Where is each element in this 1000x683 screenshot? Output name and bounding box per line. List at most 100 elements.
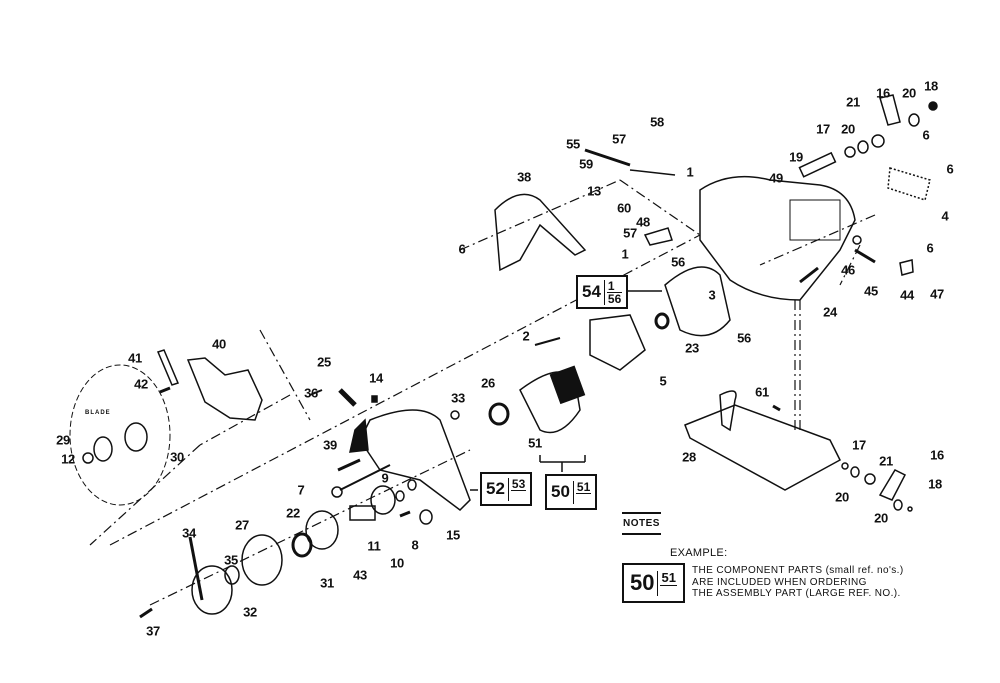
part-label-10: 10 xyxy=(390,555,404,571)
part-label-35: 35 xyxy=(224,552,238,568)
component-ref-bottom: 56 xyxy=(607,291,622,306)
gear-case-27 xyxy=(241,534,283,586)
part-label-31: 31 xyxy=(320,575,334,591)
part-label-24: 24 xyxy=(823,304,837,320)
spring-45 xyxy=(854,248,876,264)
part-label-60: 60 xyxy=(617,200,631,216)
part-label-29: 29 xyxy=(56,432,70,448)
part-label-20: 20 xyxy=(902,85,916,101)
part-label-6: 6 xyxy=(458,241,466,257)
example-label: EXAMPLE: xyxy=(670,547,728,559)
part-label-57: 57 xyxy=(623,225,637,241)
part-label-16: 16 xyxy=(876,85,890,101)
part-label-4: 4 xyxy=(941,208,949,224)
knob-44 xyxy=(899,259,914,276)
component-ref-bottom xyxy=(660,586,676,596)
part-label-21: 21 xyxy=(879,453,893,469)
gear-43 xyxy=(370,485,396,515)
part-label-37: 37 xyxy=(146,623,160,639)
assembly-box-armature: 50 51 xyxy=(545,474,598,510)
rod-24 xyxy=(799,266,819,284)
part-label-28: 28 xyxy=(682,449,696,465)
notes-title: NOTES xyxy=(622,512,661,535)
inner-flange xyxy=(124,422,148,452)
part-label-33: 33 xyxy=(451,390,465,406)
guard-lever xyxy=(156,349,180,386)
part-label-30: 30 xyxy=(170,449,184,465)
part-label-7: 7 xyxy=(297,482,305,498)
part-label-44: 44 xyxy=(900,287,914,303)
part-label-45: 45 xyxy=(864,283,878,299)
part-label-59: 59 xyxy=(579,156,593,172)
assembly-box-gear: 52 53 xyxy=(480,472,533,506)
part-label-25: 25 xyxy=(317,354,331,370)
part-label-46: 46 xyxy=(841,262,855,278)
part-label-16: 16 xyxy=(930,447,944,463)
part-label-56: 56 xyxy=(737,330,751,346)
screw-39 xyxy=(337,458,361,472)
part-label-14: 14 xyxy=(369,370,383,386)
part-label-22: 22 xyxy=(286,505,300,521)
part-label-20: 20 xyxy=(874,510,888,526)
bearing-22 xyxy=(291,532,313,558)
upper-blade-guard xyxy=(359,409,471,511)
notes-line: ARE INCLUDED WHEN ORDERING xyxy=(692,576,867,588)
component-refs: 53 xyxy=(507,476,527,501)
part-label-11: 11 xyxy=(367,538,381,554)
assembly-ref: 50 xyxy=(551,482,570,501)
bearing-23 xyxy=(654,312,670,330)
part-label-20: 20 xyxy=(841,121,855,137)
switch-48 xyxy=(643,227,673,246)
part-label-57: 57 xyxy=(612,131,626,147)
pin-19 xyxy=(798,151,837,178)
part-label-36: 36 xyxy=(304,385,318,401)
part-label-55: 55 xyxy=(566,136,580,152)
part-label-17: 17 xyxy=(816,121,830,137)
pin-25 xyxy=(338,388,357,407)
part-label-19: 19 xyxy=(789,149,803,165)
component-ref-top: 1 xyxy=(606,280,623,293)
part-label-58: 58 xyxy=(650,114,664,130)
blade-bolt xyxy=(82,452,94,464)
part-label-18: 18 xyxy=(924,78,938,94)
part-label-48: 48 xyxy=(636,214,650,230)
example-assembly-box: 50 51 xyxy=(622,563,685,603)
part-label-42: 42 xyxy=(134,376,148,392)
part-label-61: 61 xyxy=(755,384,769,400)
rod-34 xyxy=(188,536,204,601)
field-assembly xyxy=(664,266,731,337)
notes-explanation: THE COMPONENT PARTS (small ref. no's.) A… xyxy=(692,565,904,600)
component-ref-top: 53 xyxy=(510,476,527,491)
nameplate-4 xyxy=(887,167,931,201)
lower-guard xyxy=(186,357,263,421)
screw-2 xyxy=(534,337,561,346)
assembly-ref: 52 xyxy=(486,479,505,498)
part-label-40: 40 xyxy=(212,336,226,352)
part-label-32: 32 xyxy=(243,604,257,620)
part-label-41: 41 xyxy=(128,350,142,366)
cover-32 xyxy=(191,565,233,615)
part-label-6: 6 xyxy=(926,240,934,256)
part-label-6: 6 xyxy=(922,127,930,143)
component-refs: 51 xyxy=(572,480,592,504)
part-label-18: 18 xyxy=(928,476,942,492)
component-ref-bottom xyxy=(576,494,591,504)
part-label-3: 3 xyxy=(708,287,716,303)
part-label-8: 8 xyxy=(411,537,419,553)
base-plate xyxy=(684,404,841,491)
part-label-47: 47 xyxy=(930,286,944,302)
part-label-9: 9 xyxy=(381,470,389,486)
part-label-51: 51 xyxy=(528,435,542,451)
part-label-38: 38 xyxy=(517,169,531,185)
lever-16 xyxy=(879,94,901,126)
part-label-13: 13 xyxy=(587,183,601,199)
assembly-ref: 54 xyxy=(582,282,601,301)
part-label-43: 43 xyxy=(353,567,367,583)
component-refs: 51 xyxy=(657,570,677,596)
shaft-7 xyxy=(339,464,391,491)
part-label-56: 56 xyxy=(671,254,685,270)
part-label-34: 34 xyxy=(182,525,196,541)
part-label-2: 2 xyxy=(522,328,530,344)
part-label-27: 27 xyxy=(235,517,249,533)
notes-line: THE COMPONENT PARTS (small ref. no's.) xyxy=(692,565,904,576)
